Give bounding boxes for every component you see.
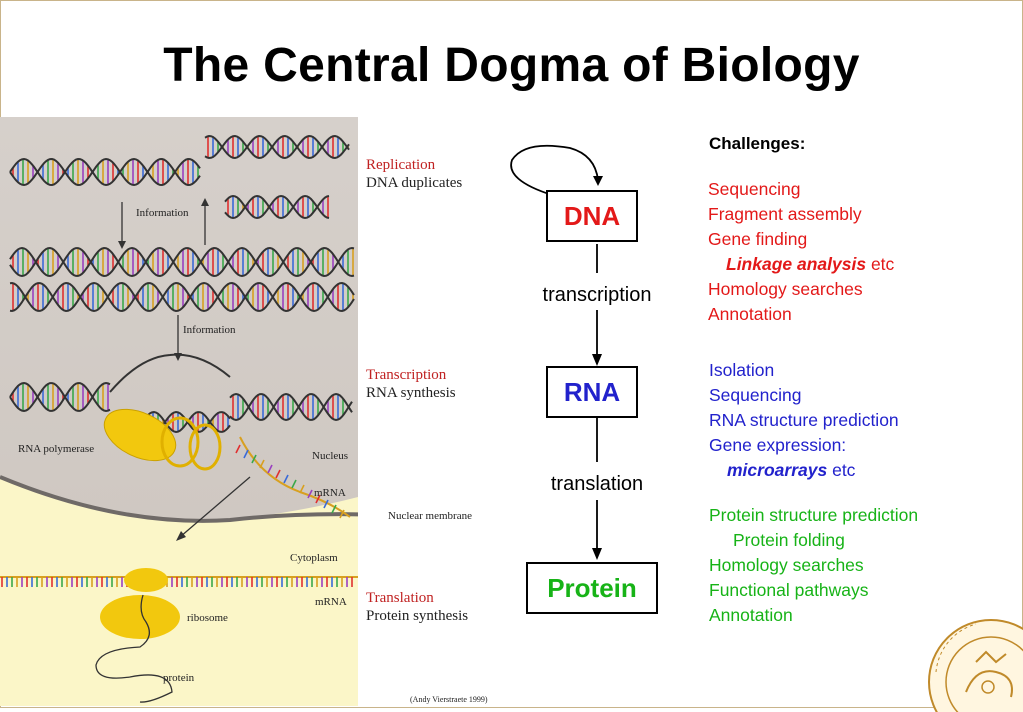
- base-pair: [323, 499, 329, 509]
- base-pair: [275, 469, 281, 479]
- challenges-heading: Challenges:: [709, 134, 806, 153]
- helix-strand: [109, 353, 231, 393]
- dna-box: DNA: [546, 190, 638, 242]
- list-item: Functional pathways: [709, 580, 869, 600]
- list-item: Isolation: [709, 360, 775, 380]
- label-information-mid: Information: [183, 324, 236, 336]
- label-nucleus: Nucleus: [312, 450, 349, 462]
- helix-strand: [224, 194, 330, 220]
- base-pair: [291, 479, 297, 489]
- list-subitem: Linkage analysis etc: [708, 252, 894, 277]
- list-item: Sequencing: [709, 385, 802, 405]
- image-credit: (Andy Vierstraete 1999): [410, 695, 488, 704]
- etc-text: etc: [827, 460, 856, 480]
- etc-text: etc: [866, 254, 895, 274]
- list-subitem: microarrays etc: [709, 458, 899, 483]
- helix-strand: [9, 381, 111, 413]
- base-pair: [259, 459, 265, 469]
- list-item: Protein structure prediction: [709, 505, 919, 525]
- ribosome-large: [100, 595, 180, 639]
- rna-challenges-list: Isolation Sequencing RNA structure predi…: [709, 358, 899, 483]
- helix-strand: [204, 134, 350, 160]
- label-rna-polymerase: RNA polymerase: [18, 443, 95, 455]
- translation-label: translation: [550, 473, 644, 495]
- flow-arrows: [510, 144, 603, 560]
- helix-strand: [9, 246, 355, 278]
- helix-strand: [229, 392, 353, 421]
- stage-translation-title: Translation: [366, 590, 434, 606]
- university-seal-logo: [928, 619, 1023, 712]
- helix-strand: [9, 281, 355, 313]
- dna-challenges-list: Sequencing Fragment assembly Gene findin…: [708, 177, 894, 327]
- base-pair: [315, 494, 321, 504]
- rna-box: RNA: [546, 366, 638, 418]
- helix-strand: [9, 381, 111, 413]
- list-item: Sequencing: [708, 179, 801, 199]
- list-item: Homology searches: [708, 279, 863, 299]
- helix-strand: [9, 157, 201, 187]
- stage-transcription-desc: RNA synthesis: [366, 385, 456, 401]
- transcription-label: transcription: [542, 284, 652, 306]
- base-pair: [331, 504, 337, 514]
- stage-replication-title: Replication: [366, 157, 436, 173]
- base-pair: [235, 444, 241, 454]
- linkage-analysis-text: Linkage analysis: [726, 254, 867, 274]
- stage-transcription-title: Transcription: [366, 367, 447, 383]
- list-item: Homology searches: [709, 555, 864, 575]
- helix-strand: [204, 134, 350, 160]
- ribosome-small: [124, 568, 168, 592]
- base-pair: [299, 484, 305, 494]
- list-item: Annotation: [709, 605, 793, 625]
- base-pair: [339, 509, 345, 519]
- base-pair: [307, 489, 313, 499]
- label-protein: protein: [163, 672, 195, 684]
- protein-box: Protein: [526, 562, 658, 614]
- replication-loop-arrow: [510, 144, 599, 196]
- base-pair: [243, 449, 249, 459]
- label-cytoplasm: Cytoplasm: [290, 552, 338, 564]
- list-item: Gene expression:: [709, 435, 847, 455]
- protein-chain: [95, 594, 173, 703]
- list-item: RNA structure prediction: [709, 410, 899, 430]
- base-pair: [251, 454, 257, 464]
- helix-strand: [9, 246, 355, 278]
- helix-strand: [229, 393, 353, 422]
- rna-polymerase-blob: [103, 408, 177, 462]
- helix-strand: [9, 157, 201, 187]
- helix-strand: [224, 194, 330, 220]
- central-dogma-illustration: [0, 117, 358, 706]
- helix-strand: [9, 281, 355, 313]
- protein-challenges-list: Protein structure prediction Protein fol…: [709, 503, 918, 628]
- label-information-top: Information: [136, 207, 189, 219]
- label-nuclear-membrane: Nuclear membrane: [388, 510, 472, 522]
- label-mrna-nucleus: mRNA: [314, 487, 346, 499]
- list-item: Fragment assembly: [708, 204, 862, 224]
- list-item: Annotation: [708, 304, 792, 324]
- base-pair: [267, 464, 273, 474]
- stage-translation-desc: Protein synthesis: [366, 608, 469, 624]
- label-ribosome: ribosome: [187, 612, 228, 624]
- stage-replication-desc: DNA duplicates: [366, 175, 463, 191]
- base-pair: [283, 474, 289, 484]
- list-item: Gene finding: [708, 229, 808, 249]
- label-mrna-cytoplasm: mRNA: [315, 596, 347, 608]
- list-subitem: Protein folding: [733, 530, 845, 550]
- page-title: The Central Dogma of Biology: [163, 39, 860, 92]
- microarrays-text: microarrays: [727, 460, 828, 480]
